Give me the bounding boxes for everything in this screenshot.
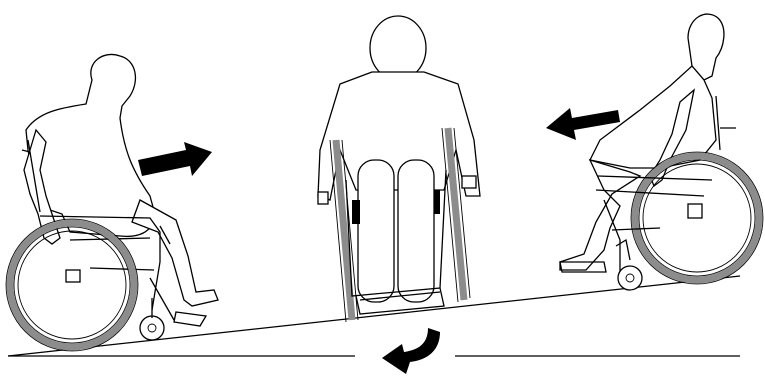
front-person-leg-left [357,159,395,303]
arrow-down-left-icon [382,328,440,374]
front-person-head [369,15,427,81]
left-person-arm [23,128,61,245]
right-side-wheelchair [559,13,764,291]
right-footrest [559,261,607,273]
right-axle-block [687,203,703,219]
right-caster-wheel [617,265,643,291]
left-side-wheelchair [5,53,219,352]
left-person-outline [25,53,157,238]
right-person-leg [559,158,642,271]
left-rear-wheel [6,219,138,351]
front-left-wheel [332,139,356,321]
left-axle-block [65,269,81,283]
front-person-torso [317,71,481,201]
left-caster-wheel [139,315,165,341]
arrow-left-icon [546,108,620,140]
left-footrest [173,311,208,327]
right-rear-wheel [631,152,763,284]
ground-lines [7,275,741,357]
right-push-handle [715,95,736,151]
front-right-wheel [444,127,468,301]
front-wheelchair-frame [345,169,447,315]
front-view-wheelchair [317,15,481,323]
left-person-leg [131,199,219,307]
right-person-head [687,13,725,81]
arrow-right-icon [138,142,212,176]
right-person-torso [589,65,717,169]
left-push-handle [21,139,41,213]
right-wheelchair-frame [595,175,713,272]
front-person-leg-right [397,159,435,303]
